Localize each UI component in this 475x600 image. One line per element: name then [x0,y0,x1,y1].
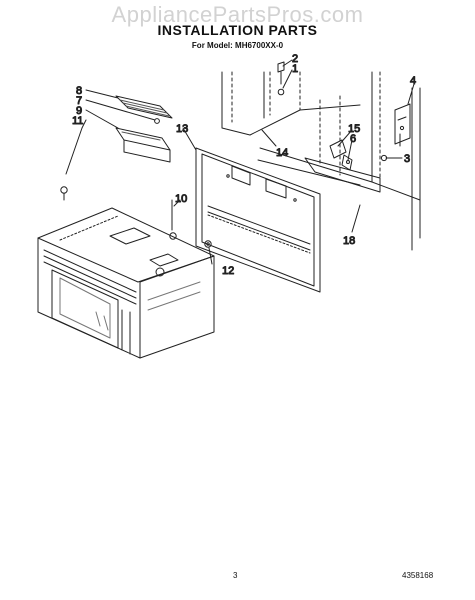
callout-12: 12 [222,265,234,277]
callout-4: 4 [410,75,416,87]
callout-3: 3 [404,153,410,165]
callout-10: 10 [175,193,187,205]
hinge-bracket [329,139,353,171]
model-label: For Model: MH6700XX-0 [191,41,284,50]
watermark: AppliancePartsPros.com [111,2,364,27]
exhaust-damper [115,95,173,163]
document-number: 4358168 [402,571,434,580]
callout-8: 8 [76,85,82,97]
callout-15: 15 [348,123,360,135]
callout-13: 13 [176,123,188,135]
mounting-bracket [394,103,411,147]
page-number: 3 [233,571,238,580]
callout-18: 18 [343,235,355,247]
top-bolts [277,61,285,96]
callout-7: 7 [76,95,82,107]
mounting-plate [195,147,321,293]
page-title: INSTALLATION PARTS [157,22,318,38]
grommet-12 [204,240,212,248]
callout-14: 14 [276,147,288,159]
callout-11: 11 [72,115,83,127]
microwave-oven [37,207,215,359]
callout-6: 6 [350,133,356,145]
callout-2: 2 [292,53,298,65]
screw-10 [169,199,177,240]
wall-cabinet [221,71,421,251]
leader-lines [81,59,415,265]
callout-9: 9 [76,105,82,117]
screw-11 [60,127,83,201]
callout-1: 1 [292,63,298,75]
